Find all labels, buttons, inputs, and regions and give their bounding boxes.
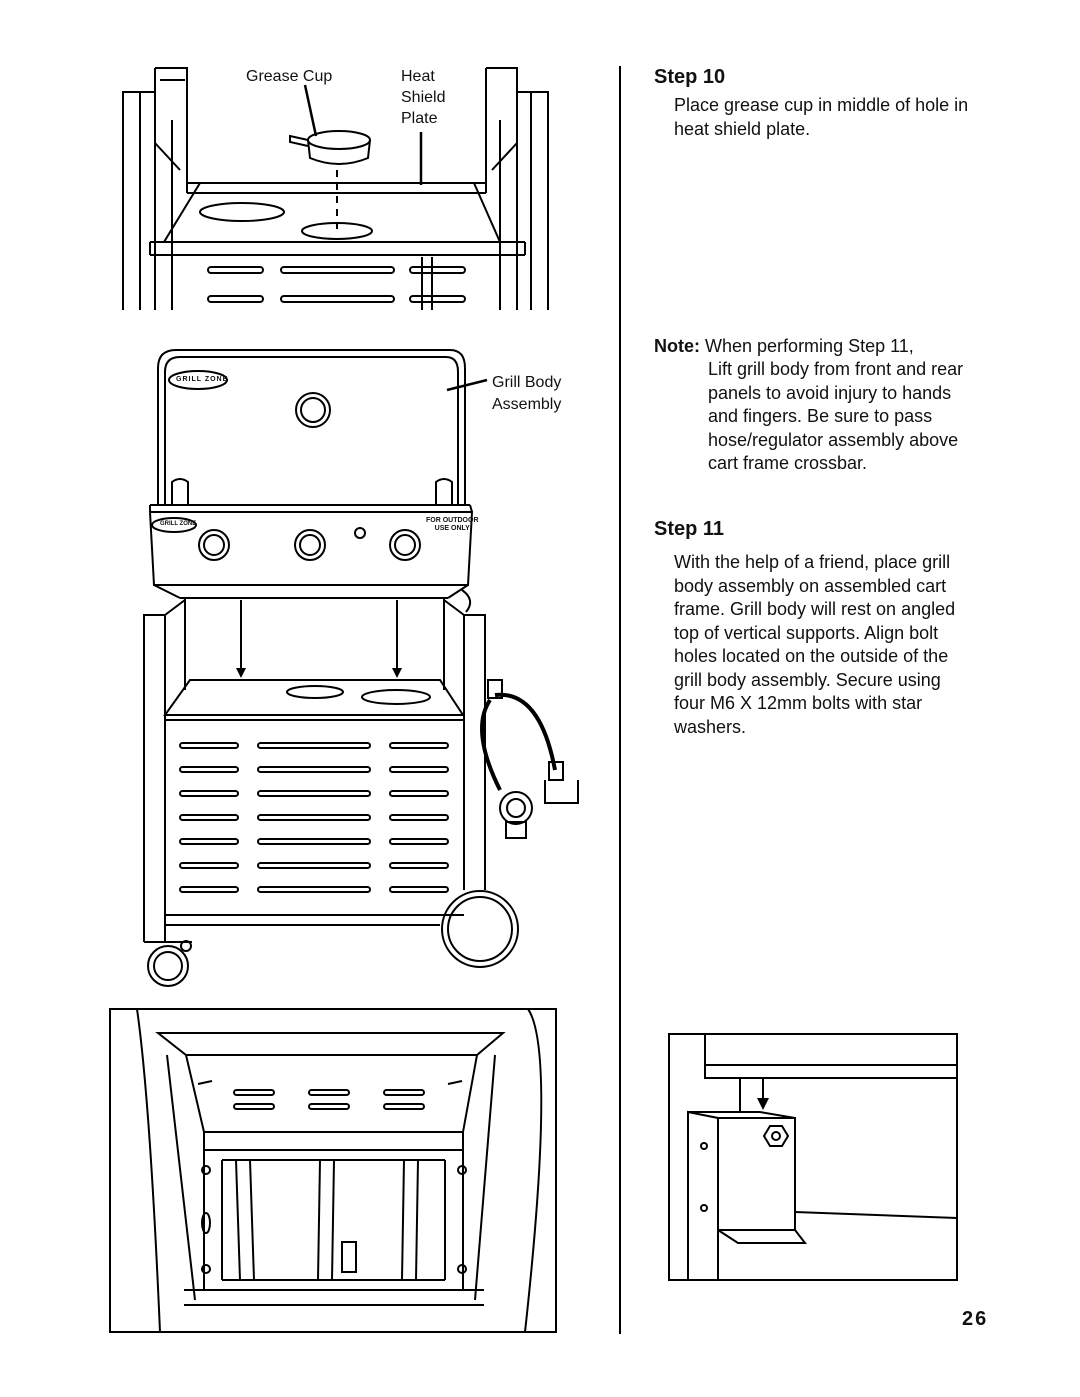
grease-cup-label: Grease Cup <box>246 68 333 85</box>
lid-brand-logo: GRILL ZONE <box>176 376 229 383</box>
heat-shield-label-line1: Heat <box>401 68 435 85</box>
note-first-line: Note: When performing Step 11, <box>654 335 994 359</box>
note-text: Lift grill body from front and rear pane… <box>708 359 964 473</box>
grill-body-label-line2: Assembly <box>492 396 562 413</box>
outdoor-use-warning: FOR OUTDOOR USE ONLY <box>426 517 479 533</box>
outdoor-use-line1: FOR OUTDOOR <box>426 517 479 524</box>
step10-heading: Step 10 <box>654 66 726 88</box>
heat-shield-label-line2: Shield <box>401 89 446 106</box>
note-first-line-text: When performing Step 11, <box>705 336 914 356</box>
page-number: 26 <box>962 1308 989 1330</box>
step11-text: With the help of a friend, place grill b… <box>674 552 956 737</box>
column-divider <box>619 66 621 1334</box>
heat-shield-label-line3: Plate <box>401 110 438 127</box>
grill-body-label-line1: Grill Body <box>492 374 562 391</box>
note-label: Note: <box>654 336 700 356</box>
outdoor-use-line2: USE ONLY <box>434 525 470 532</box>
step10-text: Place grease cup in middle of hole in he… <box>674 95 969 139</box>
panel-brand-logo: GRILL ZONE <box>160 521 197 527</box>
step11-heading: Step 11 <box>654 518 725 540</box>
